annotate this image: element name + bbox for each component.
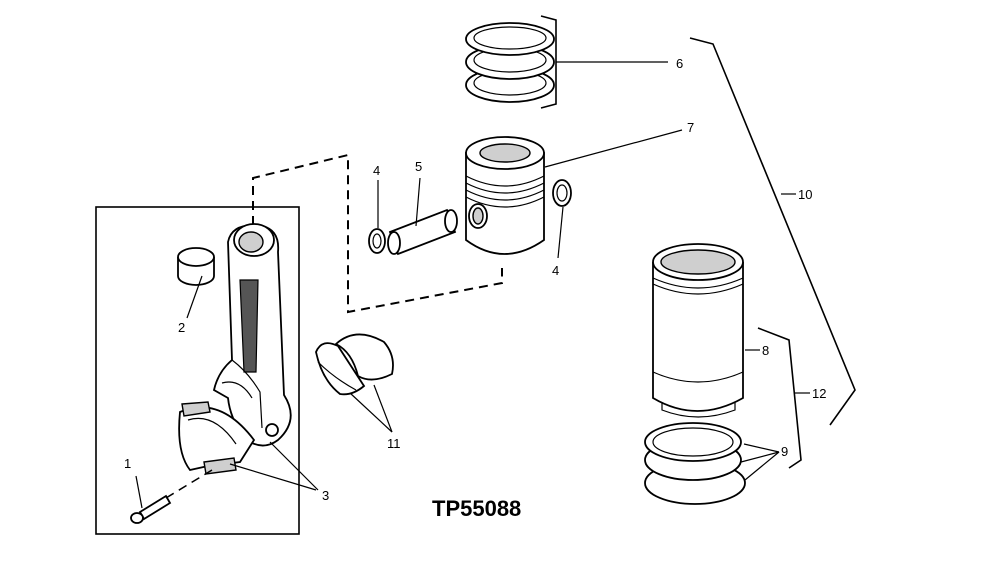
snap-ring-left [368, 228, 386, 254]
rod-assembly-box [95, 206, 300, 535]
callout-4-right: 4 [552, 263, 559, 278]
callout-8: 8 [762, 343, 769, 358]
callout-7: 7 [687, 120, 694, 135]
connecting-rod [212, 223, 292, 447]
callout-6: 6 [676, 56, 683, 71]
callout-11: 11 [387, 436, 401, 451]
bracket-12 [757, 327, 802, 469]
liner-seal-rings [644, 422, 746, 505]
cylinder-liner [652, 243, 744, 418]
callout-1: 1 [124, 456, 131, 471]
callout-4-left: 4 [373, 163, 380, 178]
screw-dashed-line [165, 469, 213, 499]
bearing-inserts [315, 333, 394, 396]
callout-5: 5 [415, 159, 422, 174]
piston-pin [387, 208, 458, 256]
callout-2: 2 [178, 320, 185, 335]
cap-screw [130, 494, 172, 524]
piston [465, 136, 545, 255]
figure-id: TP55088 [432, 496, 521, 521]
callout-12: 12 [812, 386, 826, 401]
callout-10: 10 [798, 187, 812, 202]
snap-ring-right [552, 179, 572, 207]
piston-rings [465, 22, 555, 103]
callout-3: 3 [322, 488, 329, 503]
callout-9: 9 [781, 444, 788, 459]
rod-bushing [177, 247, 215, 286]
leader-lines [135, 61, 810, 509]
bracket-10 [689, 37, 856, 426]
